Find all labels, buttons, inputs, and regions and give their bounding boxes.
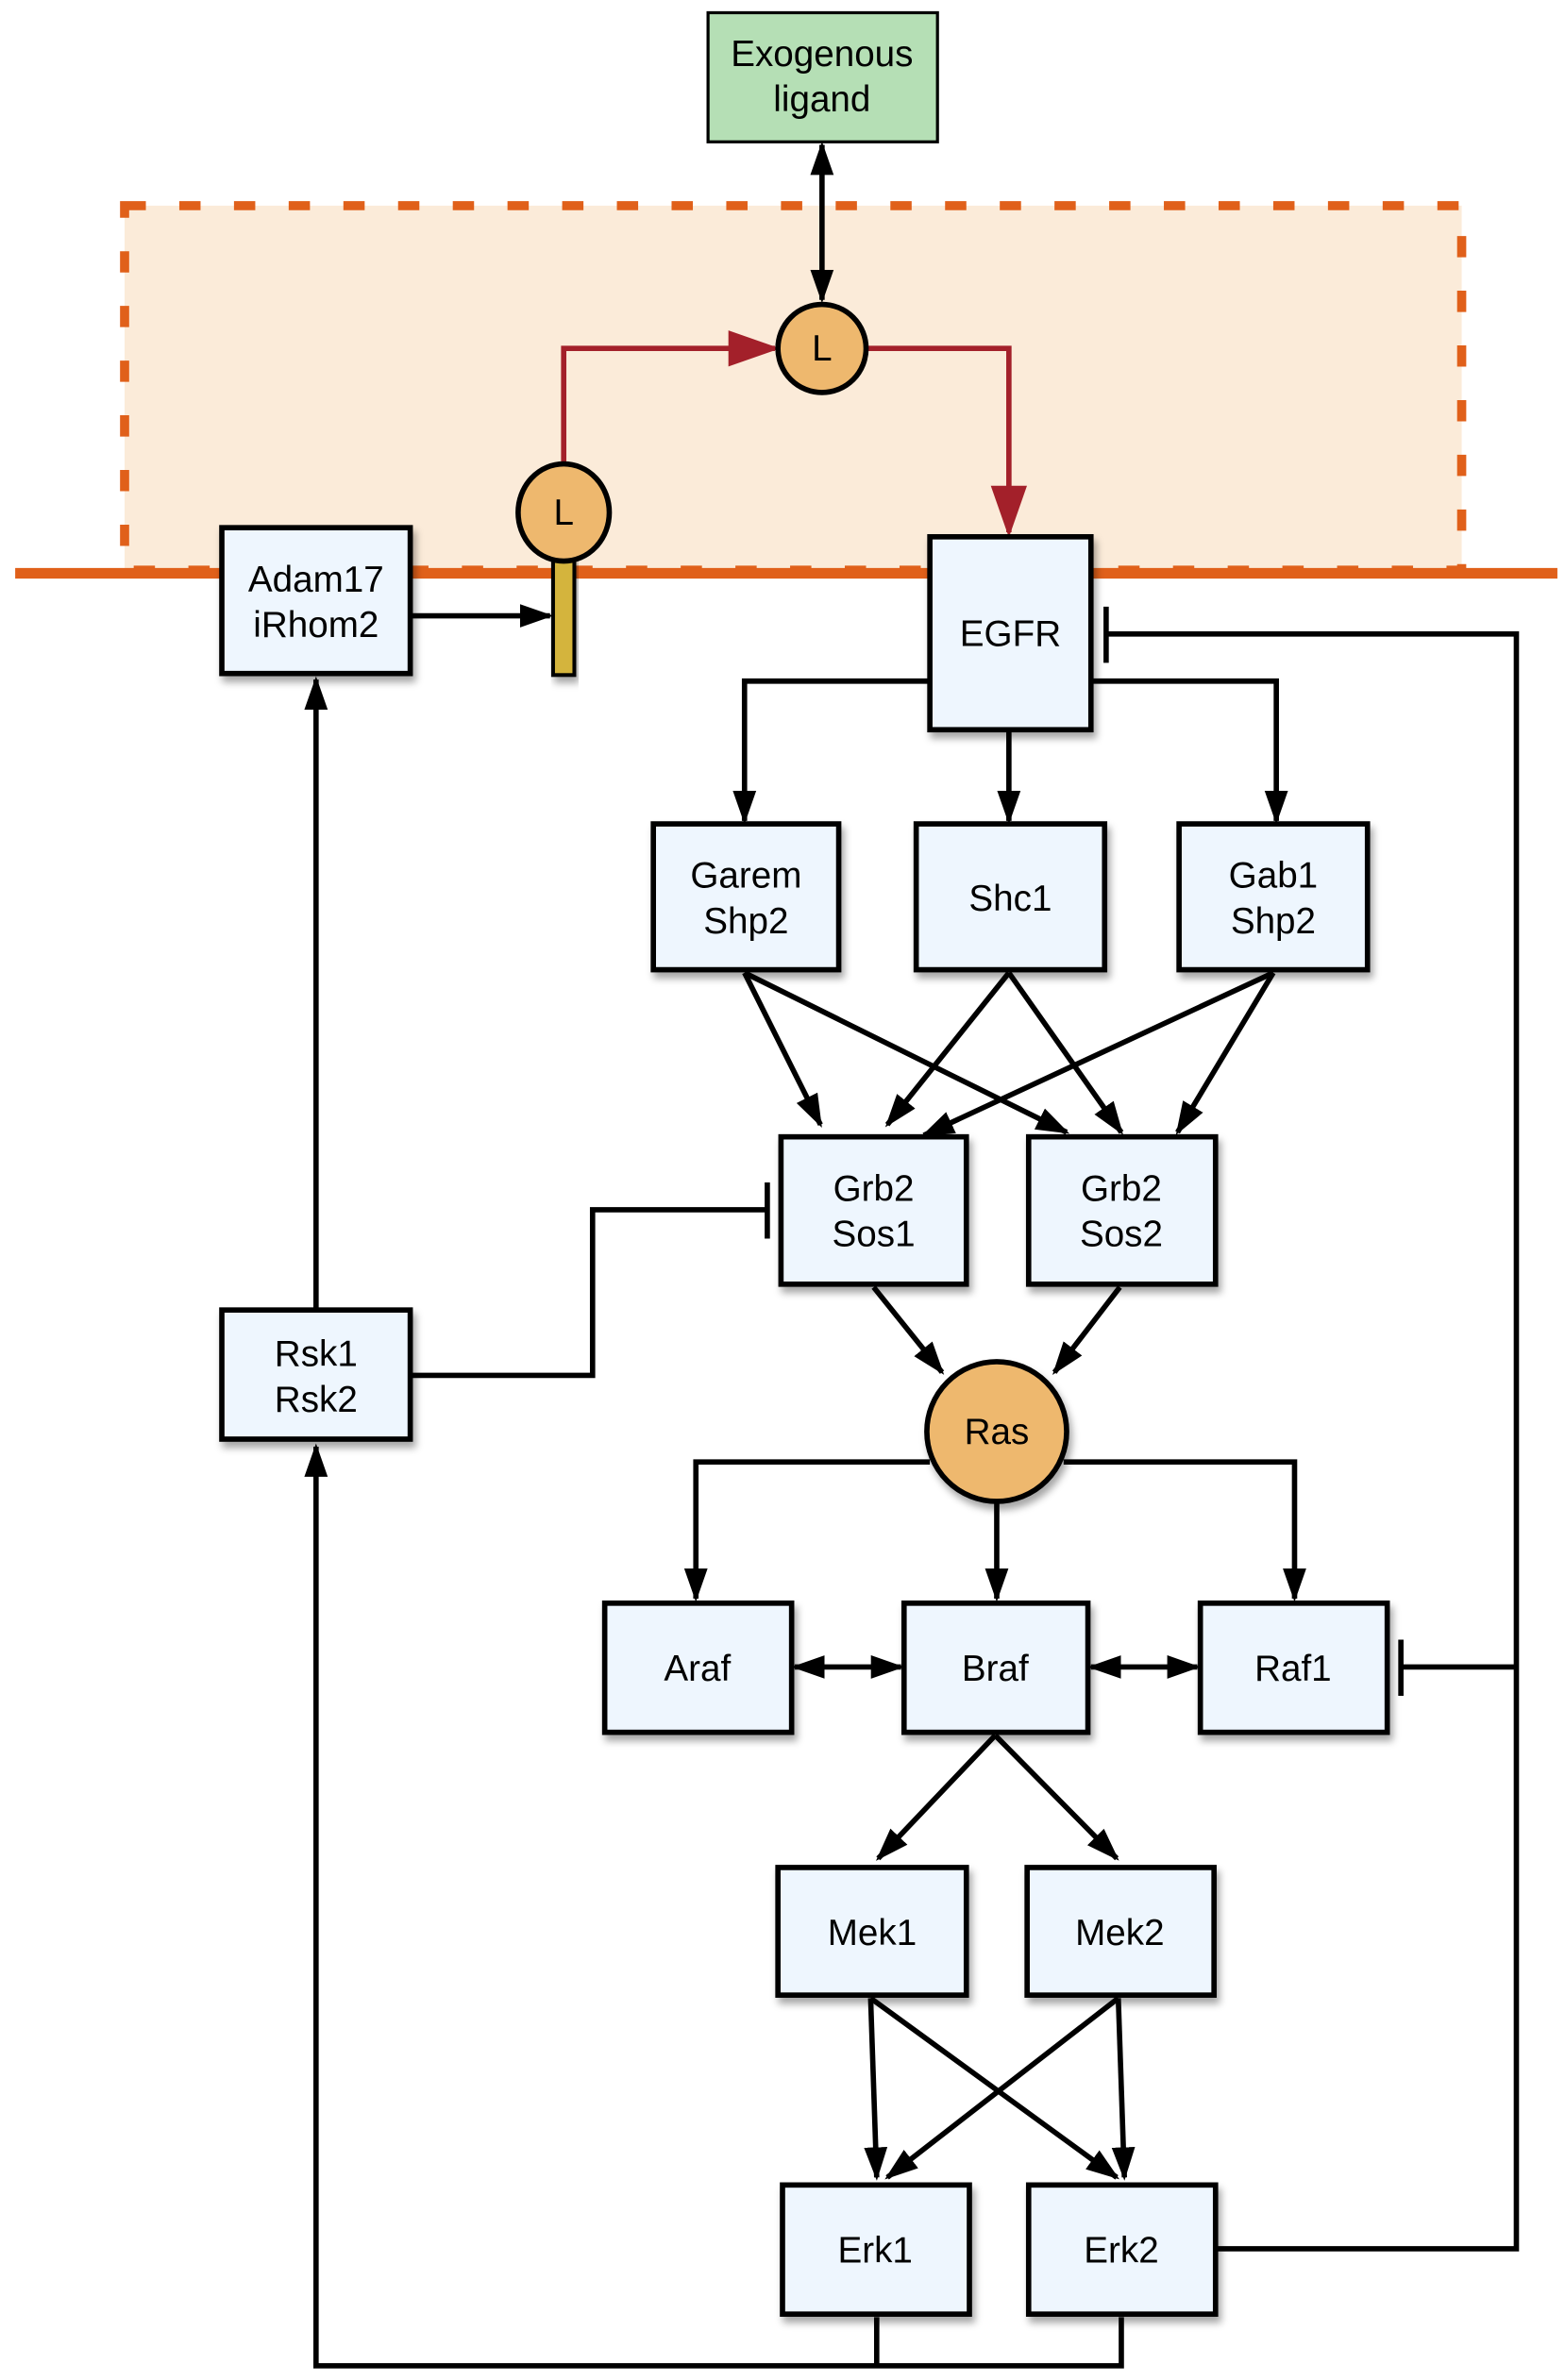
node-egfr: EGFR [927,534,1094,733]
svg-text:Araf: Araf [664,1649,731,1689]
node-mek2: Mek2 [1024,1865,1217,1998]
node-erk1: Erk1 [780,2182,972,2318]
svg-text:Erk2: Erk2 [1084,2230,1158,2271]
bound-ligand [515,461,613,564]
node-braf: Braf [900,1601,1091,1735]
node-raf1: Raf1 [1197,1601,1390,1735]
shedding-arrow [561,330,781,464]
svg-text:Mek1: Mek1 [828,1913,917,1953]
exogenous-ligand-node [706,10,939,143]
free-ligand [775,301,869,395]
svg-text:Shc1: Shc1 [968,879,1052,919]
node-mek1: Mek1 [775,1865,969,1998]
free-ligand-label: L [812,328,832,369]
svg-text:Braf: Braf [962,1649,1029,1689]
svg-text:Erk1: Erk1 [837,2230,912,2271]
svg-text:Mek2: Mek2 [1075,1913,1164,1953]
node-shc1: Shc1 [913,821,1108,973]
bound-ligand-label: L [553,493,573,533]
extracellular-region [120,201,1467,576]
binding-arrow [866,345,1028,538]
svg-text:Ras: Ras [965,1412,1030,1452]
node-erk2: Erk2 [1025,2182,1219,2318]
node-ras: Ras [924,1359,1069,1504]
node-araf: Araf [601,1601,795,1735]
svg-text:Raf1: Raf1 [1254,1649,1332,1689]
svg-text:EGFR: EGFR [960,614,1061,655]
exogenous-label-1: Exogenous [731,34,913,75]
edges [316,604,1520,2369]
ligand-stalk [550,554,577,678]
exogenous-label-2: ligand [773,79,870,120]
